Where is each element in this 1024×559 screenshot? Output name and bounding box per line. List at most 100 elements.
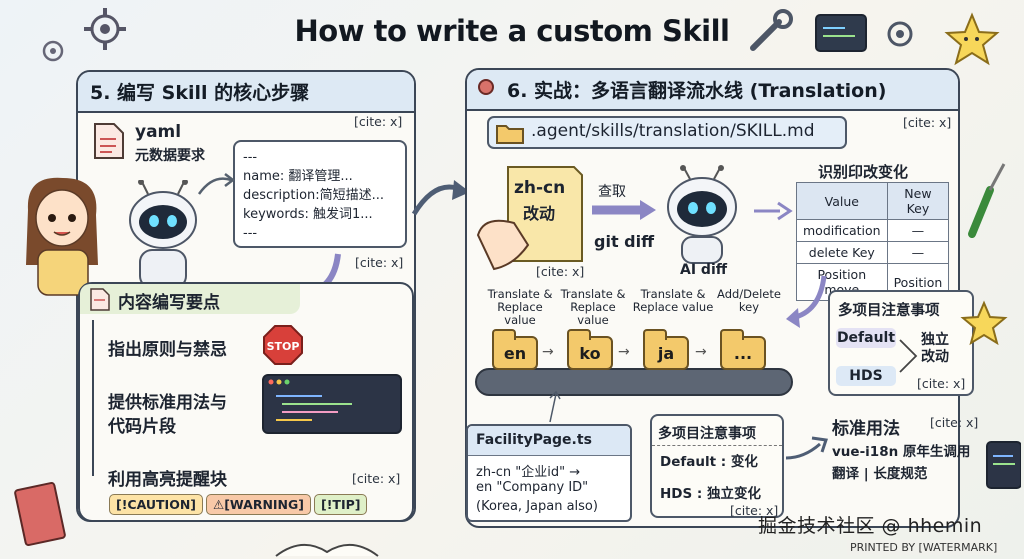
content-item: 利用高亮提醒块 [108, 470, 227, 490]
step-label: Translate & Replace value [632, 287, 714, 314]
status-dot [478, 79, 494, 95]
stop-sign-icon: STOP [263, 325, 303, 365]
cite-label: [cite: x] [917, 376, 966, 391]
gear-icon [84, 8, 126, 50]
step-label: Translate & Replace value [560, 287, 626, 327]
usage-line: 翻译 | 长度规范 [832, 466, 928, 482]
divider [652, 445, 782, 446]
right-panel-heading: 6. 实战：多语言翻译流水线 (Translation) [467, 70, 958, 111]
code-window-icon [986, 441, 1021, 489]
content-heading-bg [80, 284, 300, 314]
multi-project-box [650, 414, 784, 518]
frontmatter-line: --- [243, 150, 258, 165]
code-window-icon [262, 374, 402, 434]
fetch-label: 查取 [598, 184, 626, 200]
book-icon [14, 482, 66, 546]
gear-icon [887, 21, 913, 47]
arrow-icon [785, 436, 828, 460]
arrow-icon [411, 180, 470, 216]
stop-label: STOP [267, 340, 300, 353]
ai-diff-label: AI diff [680, 262, 728, 278]
locale-folder-ko: ko [567, 329, 613, 370]
table-cell: delete Key [796, 241, 888, 264]
multi2-line: Default : 变化 [660, 454, 758, 470]
star-icon [944, 12, 1000, 66]
frontmatter-line: keywords: 触发词1... [243, 207, 373, 222]
table-header: Value [796, 182, 888, 220]
cite-label: [cite: x] [730, 503, 779, 518]
content-item: 代码片段 [108, 417, 176, 437]
multi2-title: 多项目注意事项 [658, 426, 756, 442]
yaml-sublabel: 元数据要求 [135, 148, 205, 164]
file-header [468, 426, 630, 456]
file-line: en "Company ID" [476, 480, 589, 495]
cite-label: [cite: x] [354, 114, 403, 129]
usage-line: vue-i18n 原年生调用 [832, 444, 971, 460]
table-cell: — [886, 241, 950, 264]
printed-by: PRINTED BY [WATERMARK] [847, 540, 1001, 555]
hds-tag: HDS [836, 366, 896, 386]
multi-title: 多项目注意事项 [838, 303, 940, 319]
merge-arrow-icon [899, 339, 918, 373]
file-name: FacilityPage.ts [476, 432, 592, 448]
multi2-line: HDS : 独立变化 [660, 486, 762, 502]
wrench-icon [750, 9, 793, 51]
doc-subtitle: 改动 [523, 204, 556, 223]
gear-icon [42, 40, 64, 62]
tip-badge: [!TIP] [314, 494, 368, 515]
file-line: zh-cn "企业id" → [476, 465, 581, 480]
step-label: Add/Delete key [717, 287, 781, 314]
usage-title: 标准用法 [832, 419, 900, 439]
file-line: (Korea, Japan also) [476, 499, 598, 514]
cite-label: [cite: x] [903, 115, 952, 130]
document-icon [94, 123, 124, 159]
arrow-icon [197, 173, 236, 195]
girl-illustration [26, 177, 98, 296]
bullet-line [92, 320, 94, 476]
gitdiff-label: git diff [594, 232, 655, 251]
table-row: modification — [796, 219, 950, 242]
skill-path: .agent/skills/translation/SKILL.md [531, 121, 815, 141]
star-icon [960, 300, 1008, 346]
cite-label: [cite: x] [930, 415, 979, 430]
warning-badge: ⚠[WARNING] [206, 494, 311, 515]
content-item: 指出原则与禁忌 [108, 340, 227, 360]
table-header: New Key [886, 182, 950, 220]
robot-icon [667, 165, 737, 264]
screwdriver-icon [968, 163, 1006, 238]
code-window-icon [815, 14, 867, 52]
folder-icon [496, 125, 524, 144]
doc-title: zh-cn [514, 178, 566, 198]
frontmatter-line: name: 翻译管理... [243, 169, 353, 184]
locale-folder-more: ... [720, 329, 766, 370]
arrow-icon: → [618, 344, 630, 360]
step-label: Translate & Replace value [487, 287, 553, 327]
cite-label: [cite: x] [536, 264, 585, 279]
arrow-icon [754, 201, 793, 221]
path-bar [487, 116, 847, 149]
robot-icon [129, 180, 197, 289]
table-cell: modification [796, 219, 888, 242]
frontmatter-box: --- name: 翻译管理... description:简短描述... ke… [233, 140, 407, 248]
cite-label: [cite: x] [352, 471, 401, 486]
content-heading: 内容编写要点 [118, 293, 220, 313]
page-title: How to write a custom Skill [294, 14, 730, 48]
frontmatter-line: --- [243, 226, 258, 241]
multi-result: 独立改动 [921, 332, 949, 365]
default-tag: Default [836, 328, 896, 348]
arrow-icon [786, 275, 827, 328]
document-hand-illustration [476, 166, 583, 271]
locale-folder-en: en [492, 329, 538, 370]
locale-folder-ja: ja [643, 329, 689, 370]
arrow-icon [592, 200, 656, 220]
table-header-row: Value New Key [796, 182, 950, 220]
yaml-label: yaml [135, 122, 182, 142]
watermark: 掘金技术社区 @ hhemin [758, 515, 983, 537]
table-cell: — [886, 219, 950, 242]
left-panel-heading: 5. 编写 Skill 的核心步骤 [78, 72, 414, 113]
content-item: 提供标准用法与 [108, 393, 227, 413]
arrow-icon: → [695, 344, 707, 360]
conveyor-belt [475, 368, 793, 396]
cite-label: [cite: x] [355, 255, 404, 270]
document-icon [90, 288, 110, 311]
